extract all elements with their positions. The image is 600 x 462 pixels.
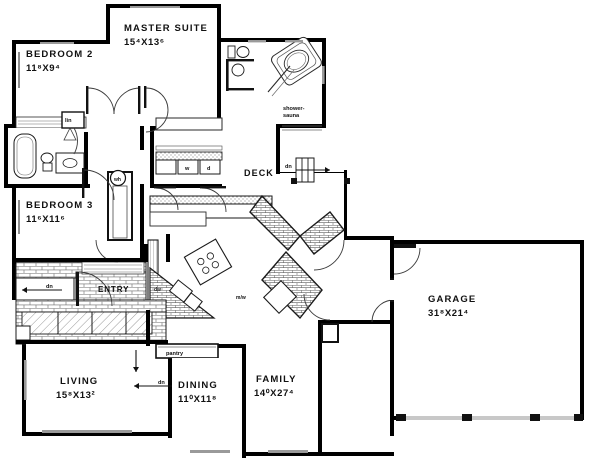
kitchen: m/w dw — [147, 194, 345, 320]
bedroom-3-dimension: 11⁶X11⁶ — [26, 214, 65, 225]
water-heater-label: wh — [113, 177, 121, 183]
garage-label: GARAGE — [428, 294, 476, 305]
room-garage: GARAGE 31⁸X21⁴ — [371, 244, 583, 421]
dryer-label: d — [207, 166, 211, 172]
interior-partitions — [12, 126, 170, 346]
entry-label: ENTRY — [98, 285, 129, 294]
room-dining: DINING 11⁰X11⁸ dn — [134, 358, 242, 453]
door-swings — [73, 87, 345, 321]
garage-dimension: 31⁸X21⁴ — [428, 308, 469, 319]
master-suite-dimension: 15⁴X13⁶ — [124, 37, 165, 48]
living-label: LIVING — [60, 376, 98, 387]
entry-down-arrow: dn — [22, 284, 62, 293]
family-dimension: 14⁰X27⁴ — [254, 388, 294, 399]
living-dimension: 15⁸X13² — [56, 390, 95, 401]
deck-down-arrow: dn — [285, 164, 330, 173]
dining-down-label: dn — [158, 380, 165, 386]
bedroom-2-label: BEDROOM 2 — [26, 49, 93, 60]
washer-label: w — [184, 166, 190, 172]
entry-porch: ENTRY dn — [15, 261, 167, 345]
dining-dimension: 11⁰X11⁸ — [178, 394, 217, 405]
door-leaves — [82, 86, 226, 198]
family-label: FAMILY — [256, 374, 297, 385]
room-bedroom-2: BEDROOM 2 11⁸X9⁴ — [16, 42, 106, 128]
bedroom-2-dimension: 11⁸X9⁴ — [26, 63, 60, 74]
deck-area: DECK dn — [244, 132, 350, 184]
master-bath: shower- sauna — [221, 36, 325, 131]
pantry: pantry — [155, 343, 219, 359]
microwave-label: m/w — [236, 295, 246, 301]
entry-down-label: dn — [46, 284, 53, 290]
water-heater-closet: wh — [107, 169, 133, 241]
pantry-label: pantry — [166, 351, 184, 357]
room-family: FAMILY 14⁰X27⁴ — [246, 323, 339, 453]
deck-label: DECK — [244, 168, 274, 178]
master-suite-label: MASTER SUITE — [124, 23, 208, 34]
dining-label: DINING — [178, 380, 218, 391]
shower-sauna-label-line2: sauna — [283, 113, 300, 119]
hall-bath: lin — [8, 111, 85, 184]
deck-down-label: dn — [285, 164, 292, 170]
room-living: LIVING 15⁸X13² — [24, 344, 168, 433]
shower-sauna-label-line1: shower- — [283, 106, 305, 112]
dishwasher-label: dw — [154, 287, 161, 293]
laundry-area: w d — [154, 117, 223, 184]
bedroom-3-label: BEDROOM 3 — [26, 200, 93, 211]
linen-closet-label: lin — [65, 118, 72, 124]
room-master-suite: MASTER SUITE 15⁴X13⁶ — [110, 6, 217, 126]
dining-down-arrow: dn — [134, 380, 172, 389]
